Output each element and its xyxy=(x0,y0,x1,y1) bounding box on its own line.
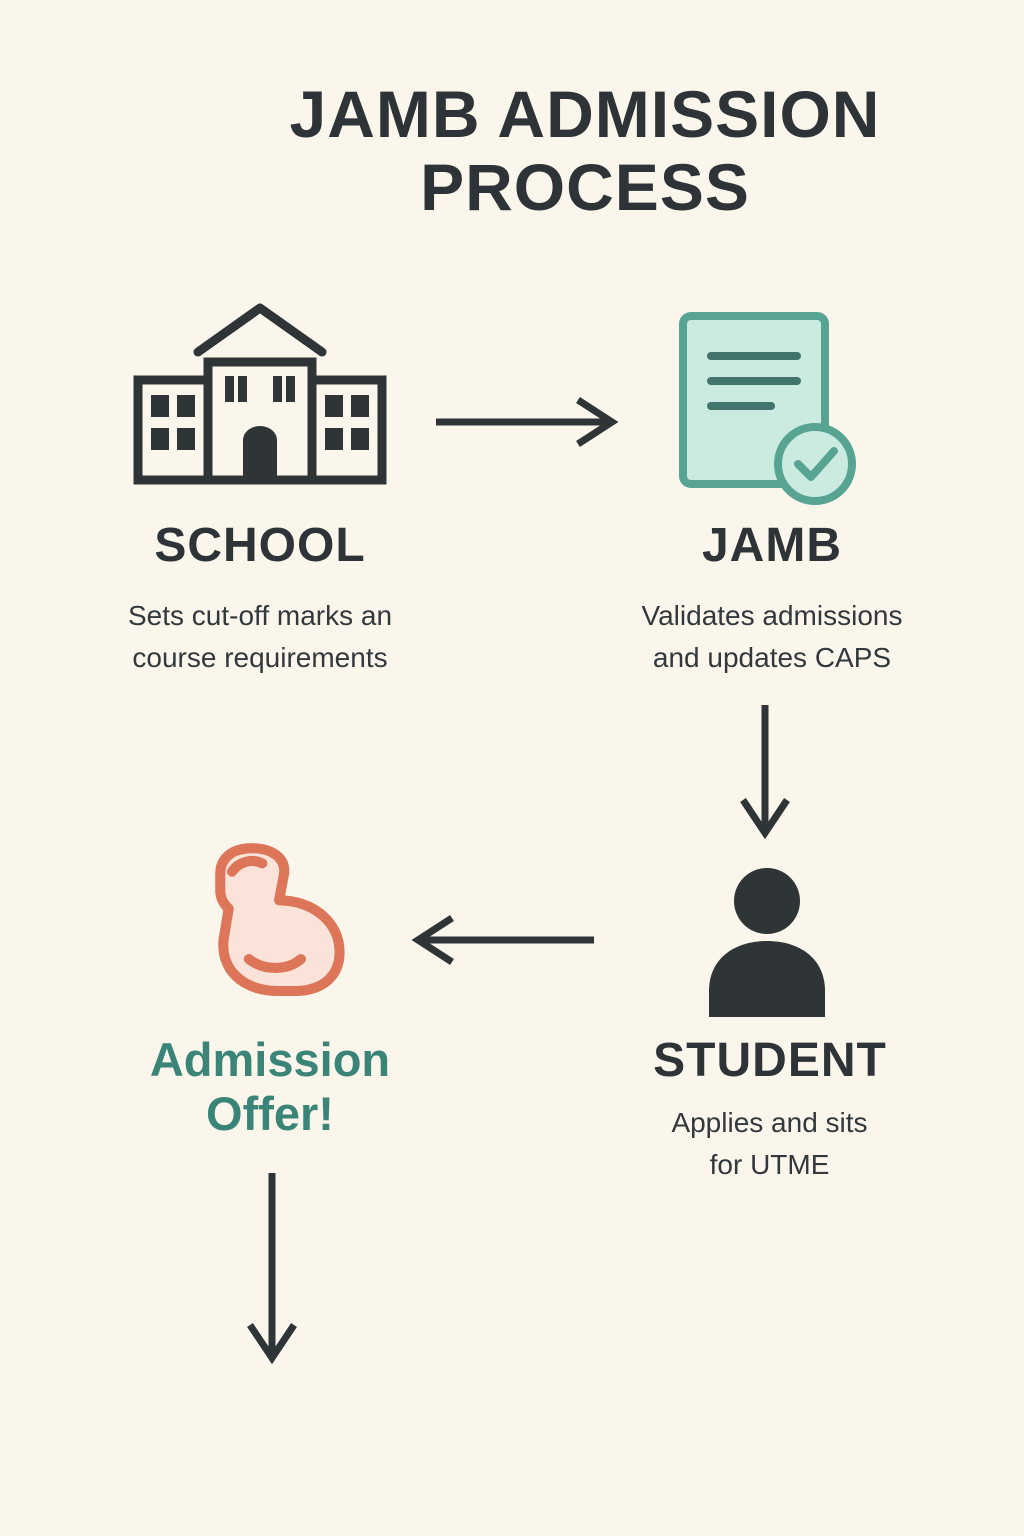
school-description: Sets cut-off marks an course requirement… xyxy=(85,595,435,679)
student-description-line1: Applies and sits xyxy=(671,1107,868,1138)
admission-offer-line2: Offer! xyxy=(206,1087,334,1140)
school-label: SCHOOL xyxy=(154,519,366,572)
arrow-student-to-offer xyxy=(405,910,600,970)
admission-offer-label: Admission Offer! xyxy=(95,1033,445,1141)
student-description: Applies and sits for UTME xyxy=(622,1102,917,1186)
arrow-school-to-jamb xyxy=(430,392,625,452)
arrow-offer-continues xyxy=(242,1168,302,1368)
admission-offer-line1: Admission xyxy=(149,1033,391,1086)
person-icon xyxy=(697,865,837,1017)
jamb-description: Validates admissions and updates CAPS xyxy=(597,595,947,679)
flexed-bicep-icon xyxy=(185,838,353,1013)
page-title: JAMB ADMISSION PROCESS xyxy=(146,78,1024,223)
document-check-icon xyxy=(675,308,860,510)
jamb-description-line2: and updates CAPS xyxy=(652,642,892,673)
school-description-line1: Sets cut-off marks an xyxy=(127,600,393,631)
student-description-line2: for UTME xyxy=(709,1149,830,1180)
page-title-line2: PROCESS xyxy=(420,149,750,224)
school-description-line2: course requirements xyxy=(132,642,388,673)
jamb-description-line1: Validates admissions xyxy=(641,600,903,631)
arrow-jamb-to-student xyxy=(735,700,795,845)
page-title-line1: JAMB ADMISSION xyxy=(289,77,881,151)
school-building-icon xyxy=(128,300,392,505)
jamb-label: JAMB xyxy=(701,519,842,572)
student-label: STUDENT xyxy=(653,1034,887,1087)
